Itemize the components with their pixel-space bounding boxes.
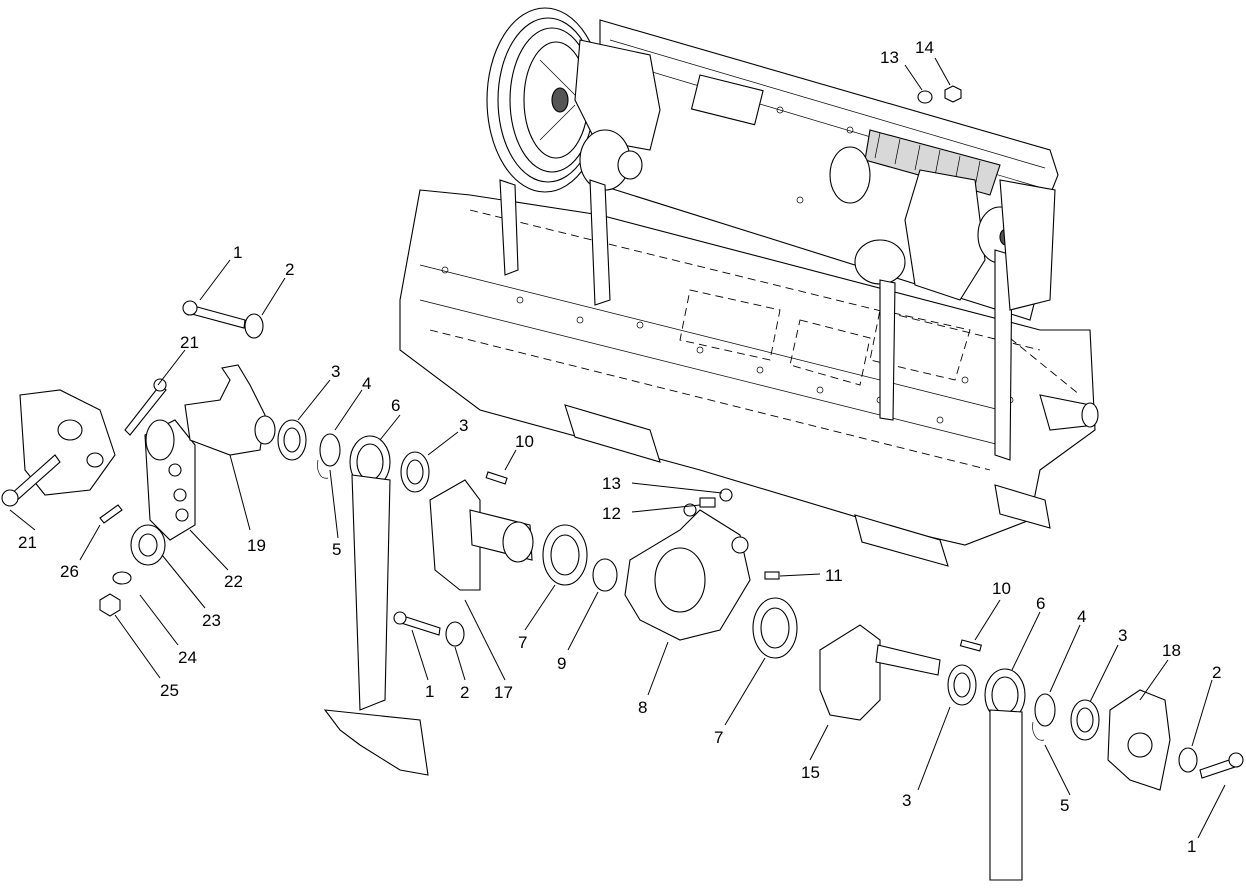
callout: 22 [224,572,243,591]
callout: 11 [825,566,843,585]
callout: 6 [1036,594,1045,613]
callout: 2 [285,260,294,279]
callout: 2 [1212,663,1221,682]
callout: 5 [1060,796,1069,815]
callout: 1 [1187,837,1196,856]
callout: 21 [180,333,199,352]
callout: 26 [60,562,79,581]
left-end-plate-assembly [1,300,341,617]
callout: 14 [915,38,934,57]
callout-labels: 1 2 21 3 4 6 3 10 13 12 11 13 14 21 26 1… [18,38,1221,856]
callout: 3 [1118,626,1127,645]
callout: 21 [18,533,37,552]
callout: 25 [160,681,179,700]
callout: 15 [801,763,820,782]
top-hardware [917,85,962,104]
left-lift-arm [323,435,465,776]
callout: 7 [714,728,723,747]
callout: 10 [992,579,1011,598]
callout: 23 [202,611,221,630]
callout: 1 [233,243,242,262]
callout: 13 [602,474,621,493]
callout: 1 [425,682,434,701]
callout: 7 [518,633,527,652]
center-shaft-assembly [429,471,982,721]
drive-pulley [486,7,661,306]
callout: 10 [515,432,534,451]
callout: 4 [362,374,371,393]
callout: 4 [1077,607,1086,626]
callout: 3 [902,791,911,810]
callout: 18 [1162,641,1181,660]
callout: 3 [459,416,468,435]
right-lift-arm [984,668,1244,881]
callout: 3 [331,362,340,381]
callout: 2 [460,683,469,702]
callout: 8 [638,698,647,717]
callout: 9 [557,654,566,673]
callout: 13 [880,48,899,67]
callout: 6 [391,396,400,415]
callout: 5 [332,540,341,559]
callout: 17 [494,683,513,702]
right-gearbox-assembly [829,146,1056,461]
callout: 12 [602,504,621,523]
leader-lines [9,57,1226,839]
callout: 19 [247,536,266,555]
callout: 24 [178,648,197,667]
